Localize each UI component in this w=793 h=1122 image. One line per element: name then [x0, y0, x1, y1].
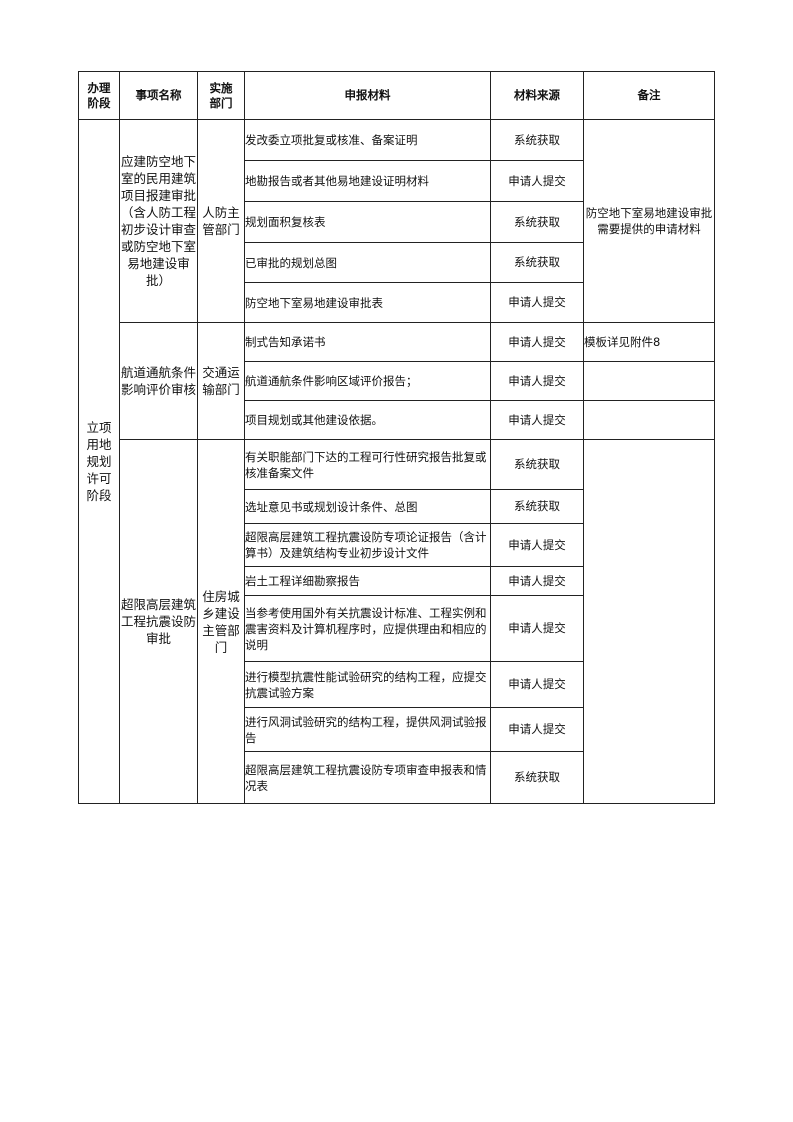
- source-cell: 申请人提交: [490, 566, 584, 596]
- header-remark: 备注: [583, 71, 715, 120]
- remark-cell: [583, 439, 715, 804]
- source-cell: 系统获取: [490, 439, 584, 490]
- source-cell: 系统获取: [490, 201, 584, 243]
- table-row: 岩土工程详细勘察报告 申请人提交: [79, 566, 715, 596]
- header-department: 实施 部门: [197, 71, 245, 120]
- material-cell: 发改委立项批复或核准、备案证明: [244, 119, 491, 161]
- header-materials: 申报材料: [244, 71, 491, 120]
- material-cell: 岩土工程详细勘察报告: [244, 566, 491, 596]
- source-cell: 申请人提交: [490, 160, 584, 202]
- material-cell: 进行风洞试验研究的结构工程，提供风洞试验报告: [244, 707, 491, 752]
- source-cell: 系统获取: [490, 242, 584, 283]
- table-row: 地勘报告或者其他易地建设证明材料 申请人提交: [79, 160, 715, 202]
- source-cell: 申请人提交: [490, 707, 584, 752]
- table-row: 进行风洞试验研究的结构工程，提供风洞试验报告 申请人提交: [79, 707, 715, 752]
- material-cell: 有关职能部门下达的工程可行性研究报告批复或核准备案文件: [244, 439, 491, 490]
- material-cell: 地勘报告或者其他易地建设证明材料: [244, 160, 491, 202]
- table-row: 航道通航条件影响评价审核 交通运输部门 制式告知承诺书 申请人提交 模板详见附件…: [79, 322, 715, 440]
- material-cell: 航道通航条件影响区域评价报告；: [244, 361, 491, 401]
- header-stage: 办理 阶段: [78, 71, 120, 120]
- source-cell: 申请人提交: [490, 322, 584, 362]
- material-cell: 已审批的规划总图: [244, 242, 491, 283]
- remark-cell: [583, 400, 715, 440]
- remark-cell: [583, 361, 715, 401]
- source-cell: 系统获取: [490, 489, 584, 524]
- material-cell: 项目规划或其他建设依据。: [244, 400, 491, 440]
- table-row: 超限高层建筑工程抗震设防专项论证报告（含计算书）及建筑结构专业初步设计文件 申请…: [79, 523, 715, 567]
- header-item-name: 事项名称: [119, 71, 198, 120]
- source-cell: 申请人提交: [490, 282, 584, 323]
- source-cell: 申请人提交: [490, 595, 584, 662]
- department-cell: 交通运输部门: [197, 322, 245, 440]
- table-row: 防空地下室易地建设审批表 申请人提交: [79, 282, 715, 323]
- header-row: 办理 阶段 事项名称 实施 部门 申报材料 材料来源 备注: [78, 71, 715, 120]
- material-cell: 制式告知承诺书: [244, 322, 491, 362]
- material-cell: 规划面积复核表: [244, 201, 491, 243]
- source-cell: 申请人提交: [490, 400, 584, 440]
- material-cell: 进行模型抗震性能试验研究的结构工程，应提交抗震试验方案: [244, 661, 491, 708]
- remark-cell: 模板详见附件8: [583, 322, 715, 362]
- item-name-cell: 应建防空地下室的民用建筑项目报建审批（含人防工程初步设计审查或防空地下室易地建设…: [119, 119, 198, 323]
- department-cell: 人防主管部门: [197, 119, 245, 323]
- department-cell: 住房城乡建设主管部门: [197, 439, 245, 804]
- material-cell: 防空地下室易地建设审批表: [244, 282, 491, 323]
- material-cell: 当参考使用国外有关抗震设计标准、工程实例和震害资料及计算机程序时，应提供理由和相…: [244, 595, 491, 662]
- table-row: 规划面积复核表 系统获取: [79, 201, 715, 243]
- source-cell: 系统获取: [490, 119, 584, 161]
- material-cell: 超限高层建筑工程抗震设防专项论证报告（含计算书）及建筑结构专业初步设计文件: [244, 523, 491, 567]
- material-cell: 超限高层建筑工程抗震设防专项审查申报表和情况表: [244, 751, 491, 804]
- table-row: 超限高层建筑工程抗震设防专项审查申报表和情况表 系统获取: [79, 751, 715, 804]
- item-name-cell: 超限高层建筑工程抗震设防审批: [119, 439, 198, 804]
- table-row: 立项 用地 规划 许可 阶段 应建防空地下室的民用建筑项目报建审批（含人防工程初…: [78, 119, 715, 804]
- table-row: 已审批的规划总图 系统获取: [79, 242, 715, 283]
- table-row: 航道通航条件影响区域评价报告； 申请人提交: [79, 361, 715, 401]
- header-material-source: 材料来源: [490, 71, 584, 120]
- table-row: 项目规划或其他建设依据。 申请人提交: [79, 400, 715, 440]
- stage-cell: 立项 用地 规划 许可 阶段: [78, 119, 120, 804]
- source-cell: 系统获取: [490, 751, 584, 804]
- material-cell: 选址意见书或规划设计条件、总图: [244, 489, 491, 524]
- source-cell: 申请人提交: [490, 661, 584, 708]
- item-name-cell: 航道通航条件影响评价审核: [119, 322, 198, 440]
- source-cell: 申请人提交: [490, 361, 584, 401]
- materials-table: 办理 阶段 事项名称 实施 部门 申报材料 材料来源 备注 立项 用地 规划 许…: [78, 71, 715, 804]
- source-cell: 申请人提交: [490, 523, 584, 567]
- table-row: 超限高层建筑工程抗震设防审批 住房城乡建设主管部门 有关职能部门下达的工程可行性…: [79, 439, 715, 804]
- remark-cell: 防空地下室易地建设审批需要提供的申请材料: [583, 119, 715, 323]
